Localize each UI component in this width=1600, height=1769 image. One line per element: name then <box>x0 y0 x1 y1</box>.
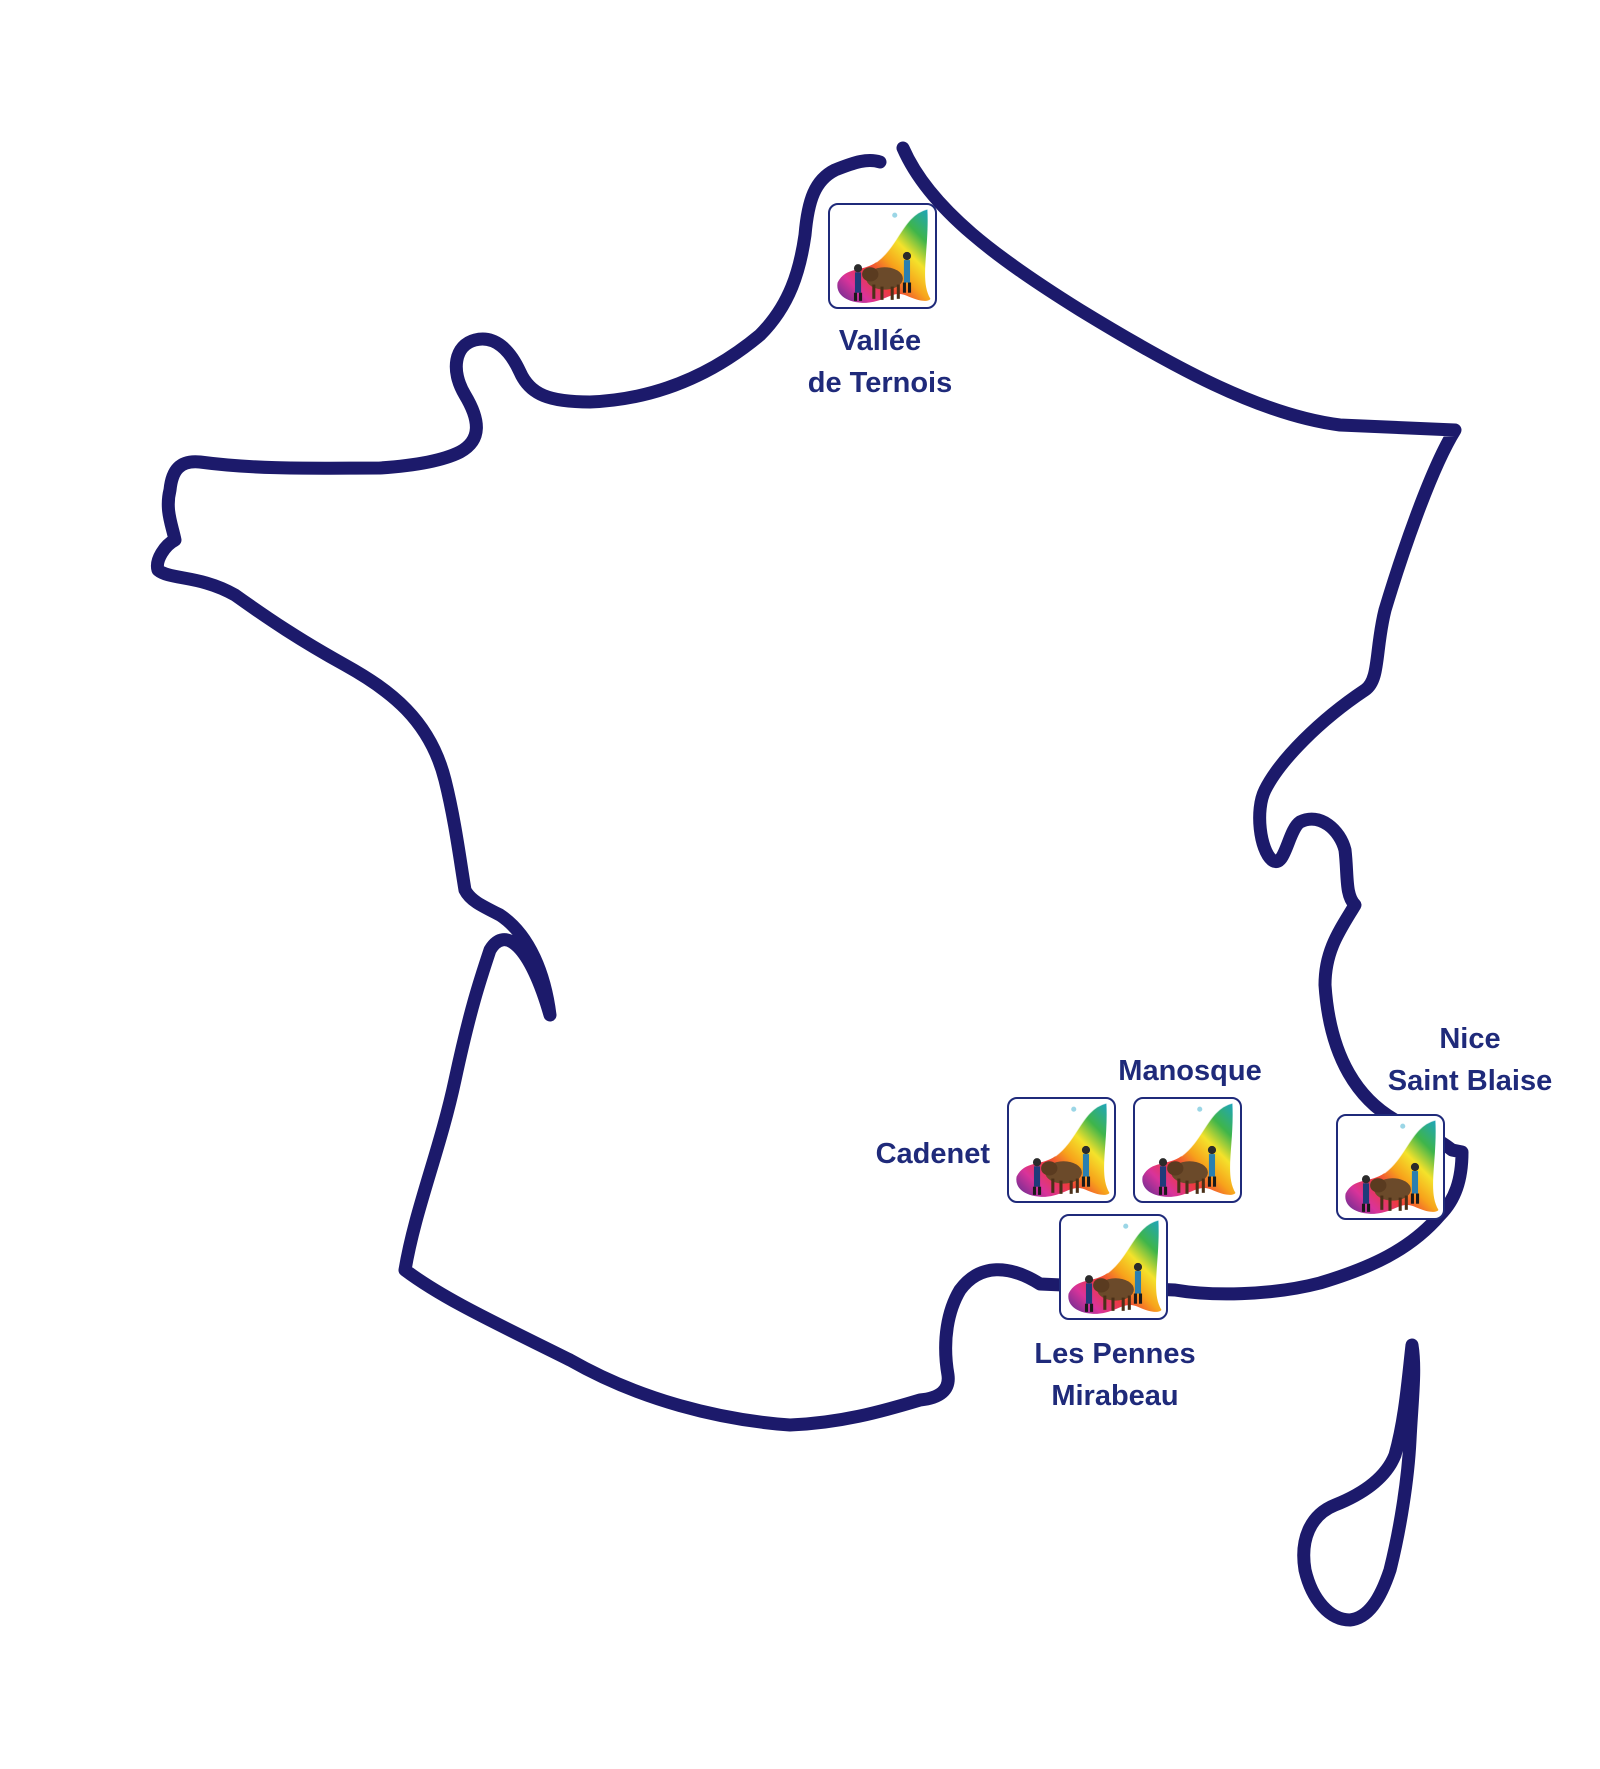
site-label-cadenet: Cadenet <box>840 1133 990 1175</box>
site-label-vallee-de-ternois: Vallée de Ternois <box>780 320 980 404</box>
site-label-line: Vallée <box>838 325 922 357</box>
cadenet-logo-icon <box>1007 1097 1116 1203</box>
site-label-line: Mirabeau <box>1051 1380 1179 1412</box>
mainland-outline <box>151 141 1469 1432</box>
site-label-line: Nice <box>1439 1023 1501 1055</box>
nice-saint-blaise-logo-icon <box>1336 1114 1445 1220</box>
site-label-line: Saint Blaise <box>1387 1065 1553 1097</box>
les-pennes-mirabeau-logo-icon <box>1059 1214 1168 1320</box>
site-label-manosque: Manosque <box>1090 1050 1290 1092</box>
vallee-de-ternois-logo-icon <box>828 203 937 309</box>
manosque-logo-icon <box>1133 1097 1242 1203</box>
site-label-line: Les Pennes <box>1034 1338 1196 1370</box>
site-label-les-pennes-mirabeau: Les Pennes Mirabeau <box>1015 1333 1215 1417</box>
site-label-line: de Ternois <box>807 367 953 399</box>
site-label-nice-saint-blaise: Nice Saint Blaise <box>1360 1018 1580 1102</box>
corsica-outline <box>1297 1338 1421 1627</box>
site-label-line: Manosque <box>1118 1055 1262 1087</box>
site-label-line: Cadenet <box>875 1138 990 1170</box>
